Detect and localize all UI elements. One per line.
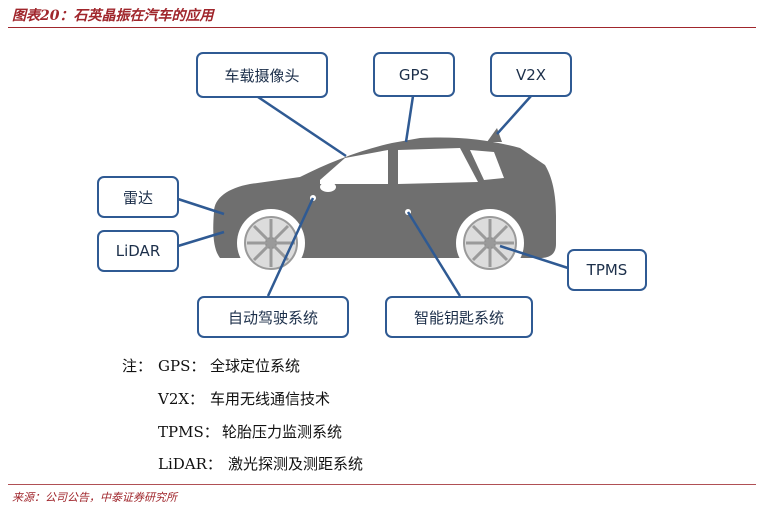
tpms-connector: [499, 244, 569, 270]
source-note: 来源：公司公告，中泰证券研究所: [12, 491, 177, 504]
note-desc: 全球定位系统: [210, 357, 301, 375]
car-silhouette: [213, 128, 556, 277]
side-mirror: [320, 182, 336, 192]
gps-connector: [404, 95, 415, 143]
rear-wheel: [456, 209, 524, 277]
note-desc: 车用无线通信技术: [210, 390, 331, 408]
rear-side-window: [398, 148, 478, 184]
figure-title: 图表20：石英晶振在汽车的应用: [12, 8, 214, 24]
note-desc: 轮胎压力监测系统: [222, 423, 343, 441]
note-desc: 激光探测及测距系统: [228, 455, 364, 473]
label-tpms: TPMS: [567, 249, 647, 291]
notes-prefix: 注：: [122, 357, 153, 375]
label-gps: GPS: [373, 52, 455, 97]
label-v2x: V2X: [490, 52, 572, 97]
radar-connector: [177, 197, 225, 216]
note-term: V2X：: [158, 390, 205, 408]
front-wheel: [237, 209, 305, 277]
lidar-connector: [177, 230, 225, 248]
label-smartkey: 智能钥匙系统: [385, 296, 533, 338]
rear-quarter-window: [470, 150, 504, 180]
label-radar: 雷达: [97, 176, 179, 218]
smartkey-connector: [406, 211, 462, 297]
note-term: GPS：: [158, 357, 206, 375]
autodrive-connector: [266, 197, 315, 297]
label-camera: 车载摄像头: [196, 52, 328, 98]
label-autodrive: 自动驾驶系统: [197, 296, 349, 338]
front-window: [320, 150, 388, 184]
bottom-rule: [8, 484, 756, 485]
v2x-connector: [496, 95, 532, 135]
connector-lines: [177, 95, 569, 297]
note-term: LiDAR：: [158, 455, 222, 473]
note-term: TPMS：: [158, 423, 219, 441]
top-rule: [8, 27, 756, 28]
camera-connector: [257, 95, 347, 158]
label-lidar: LiDAR: [97, 230, 179, 272]
